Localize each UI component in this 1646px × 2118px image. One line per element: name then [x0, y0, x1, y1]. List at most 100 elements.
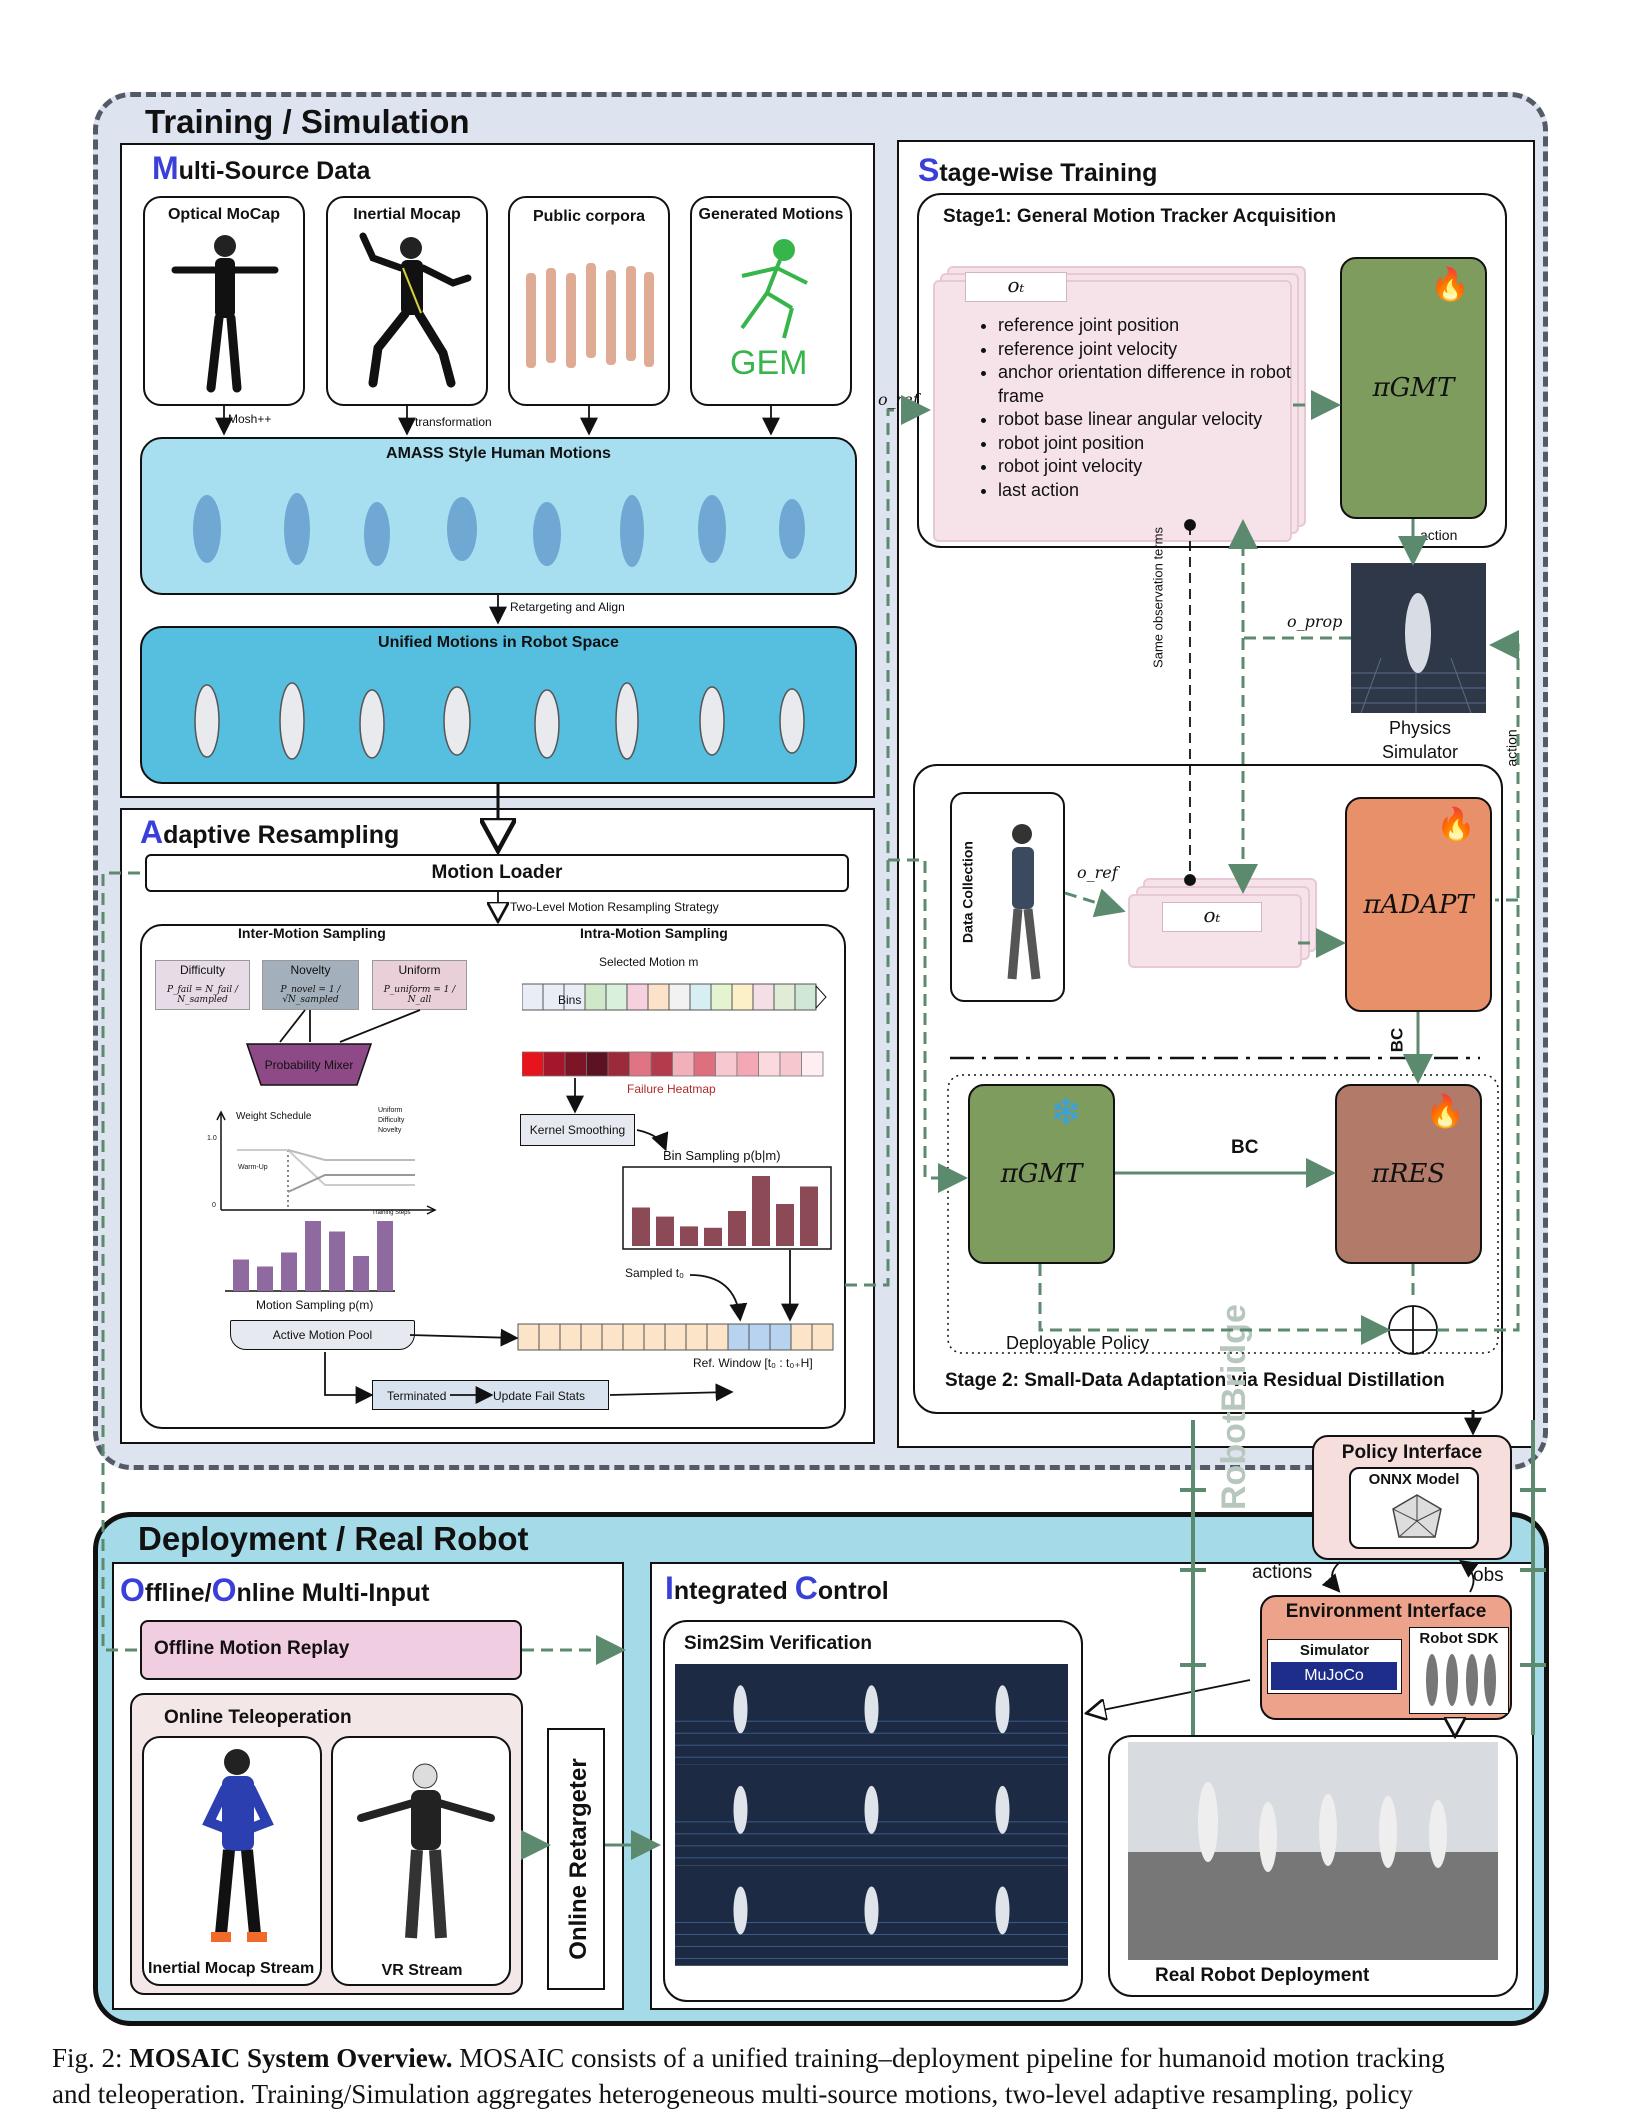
sim2sim-label: Sim2Sim Verification: [684, 1633, 872, 1654]
heatmap-cell: [629, 1051, 652, 1077]
legend-difficulty: Difficulty: [378, 1117, 405, 1124]
bins-label: Bins: [558, 993, 582, 1007]
inertial-stream-person-image: [202, 1749, 274, 1942]
online-teleop-label: Online Teleoperation: [164, 1707, 352, 1728]
ref-window-cell: [643, 1323, 666, 1351]
heatmap-cell: [586, 1051, 609, 1077]
obs-item: robot joint velocity: [998, 455, 1294, 479]
online-retargeter-label: Online Retargeter: [565, 1758, 592, 1960]
real-robot-photo: [1128, 1742, 1498, 1960]
ref-window-cell: [664, 1323, 687, 1351]
source-card-public: Public corpora: [508, 196, 670, 406]
sim-robot-figure: [995, 1685, 1010, 1734]
motion-loader-button[interactable]: Motion Loader: [145, 854, 849, 892]
heatmap-cell: [801, 1051, 824, 1077]
inertial-stream-label: Inertial Mocap Stream: [148, 1960, 315, 1977]
bin-sampling-bar: [776, 1204, 794, 1246]
sim-robot-figure: [864, 1886, 879, 1935]
kernel-smoothing-box: Kernel Smoothing: [520, 1114, 635, 1146]
retarget-label: Retargeting and Align: [510, 600, 625, 614]
heatmap-cell: [650, 1051, 673, 1077]
inertial-stream-card: Inertial Mocap Stream: [142, 1736, 322, 1986]
failure-heatmap: [522, 1051, 824, 1077]
integrated-control-title: Integrated Control: [665, 1570, 889, 1606]
vr-stream-label: VR Stream: [381, 1962, 463, 1979]
weight-x-axis-label: Training Steps: [372, 1210, 411, 1216]
heatmap-cell: [779, 1051, 802, 1077]
unified-label: Unified Motions in Robot Space: [378, 634, 619, 651]
onnx-label: ONNX Model: [1368, 1471, 1460, 1488]
amass-band: AMASS Style Human Motions: [140, 437, 857, 595]
generated-motion-skeleton-icon: [740, 239, 808, 339]
actions-label: actions: [1252, 1562, 1313, 1583]
heatmap-cell: [693, 1051, 716, 1077]
inter-motion-title: Inter-Motion Sampling: [238, 925, 386, 941]
active-motion-pool: Active Motion Pool: [230, 1320, 415, 1350]
heatmap-cell: [543, 1051, 566, 1077]
vr-stream-person-image: [357, 1763, 495, 1939]
o-ref-label-top: o_ref: [878, 390, 919, 409]
warmup-label: Warm-Up: [238, 1164, 268, 1171]
robot-sdk-robots-image: [1426, 1654, 1496, 1706]
multi-input-title: Offline/Online Multi-Input: [120, 1572, 430, 1608]
unified-band: Unified Motions in Robot Space: [140, 626, 857, 784]
policy-interface-box: Policy Interface ONNX Model: [1312, 1435, 1512, 1560]
observation-list: reference joint position reference joint…: [974, 314, 1294, 502]
uniform-box: Uniform P_uniform = 1 / N_all: [372, 960, 467, 1010]
o-prop-label: o_prop: [1287, 612, 1343, 631]
ref-window-cell: [580, 1323, 603, 1351]
obs-item: anchor orientation difference in robot f…: [998, 361, 1294, 408]
sim-robot-figure: [864, 1685, 879, 1734]
source-label: Public corpora: [532, 208, 646, 225]
simulator-label: Simulator: [1299, 1642, 1370, 1659]
mujoco-logo: MuJoCo: [1271, 1662, 1397, 1690]
sim-robot-figure: [733, 1785, 748, 1834]
obs2-symbol: oₜ: [1162, 902, 1262, 932]
stage2-title: Stage 2: Small-Data Adaptation via Resid…: [945, 1370, 1445, 1391]
onnx-polyhedron-icon: [1392, 1494, 1442, 1538]
weight-schedule-label: Weight Schedule: [236, 1111, 312, 1122]
transformation-arrow-label: transformation: [415, 415, 492, 429]
ref-window-label: Ref. Window [t₀ : t₀₊H]: [693, 1356, 813, 1370]
env-interface-label: Environment Interface: [1285, 1601, 1487, 1622]
ref-window-cell: [706, 1323, 729, 1351]
flame-icon: 🔥: [1436, 806, 1476, 842]
sim-robot-figure: [995, 1785, 1010, 1834]
source-card-generated: Generated Motions GEM: [690, 196, 852, 406]
snowflake-icon: ❄: [1050, 1092, 1082, 1134]
bc-label: BC: [1231, 1137, 1259, 1158]
obs-item: robot joint position: [998, 432, 1294, 456]
amass-label: AMASS Style Human Motions: [386, 445, 611, 462]
bin-cell: [584, 983, 607, 1011]
gem-logo: GEM: [730, 344, 808, 382]
motion-sampling-bar: [233, 1259, 249, 1291]
data-collection-label: Data Collection: [959, 841, 976, 943]
adaptive-title: Adaptive Resampling: [140, 814, 400, 850]
vr-stream-card: VR Stream: [331, 1736, 511, 1986]
motion-sampling-bar: [329, 1231, 345, 1291]
bin-sampling-bar: [632, 1207, 650, 1246]
physics-simulator-label: Physics Simulator: [1381, 718, 1459, 762]
difficulty-box: Difficulty P_fail = N_fail / N_sampled: [155, 960, 250, 1010]
motion-sampling-bar: [305, 1221, 321, 1291]
motion-sampling-bar: [353, 1256, 369, 1291]
heatmap-cell: [715, 1051, 738, 1077]
source-card-inertial: Inertial Mocap: [326, 196, 488, 406]
bin-cell: [794, 983, 817, 1011]
public-corpora-image: [526, 263, 654, 368]
robot-sdk-box: Robot SDK: [1409, 1627, 1509, 1714]
bin-sampling-bar-chart: [622, 1166, 832, 1250]
bin-cell: [522, 983, 544, 1011]
ref-window-cell: [748, 1323, 771, 1351]
motion-sampling-bar: [257, 1266, 273, 1291]
o-ref-label-stage2: o_ref: [1077, 863, 1118, 882]
pi-gmt-policy: πGMT: [1340, 257, 1487, 519]
bins-arrow-icon: [815, 984, 827, 1010]
same-observation-label: Same observation terms: [1150, 527, 1166, 668]
offline-motion-replay[interactable]: Offline Motion Replay: [140, 1620, 522, 1680]
ref-window-cell: [769, 1323, 792, 1351]
caption-prefix: Fig. 2:: [52, 2043, 123, 2073]
intra-motion-title: Intra-Motion Sampling: [580, 925, 728, 941]
novelty-box: Novelty P_novel = 1 / √N_sampled: [262, 960, 359, 1010]
ref-window-cell: [517, 1323, 540, 1351]
